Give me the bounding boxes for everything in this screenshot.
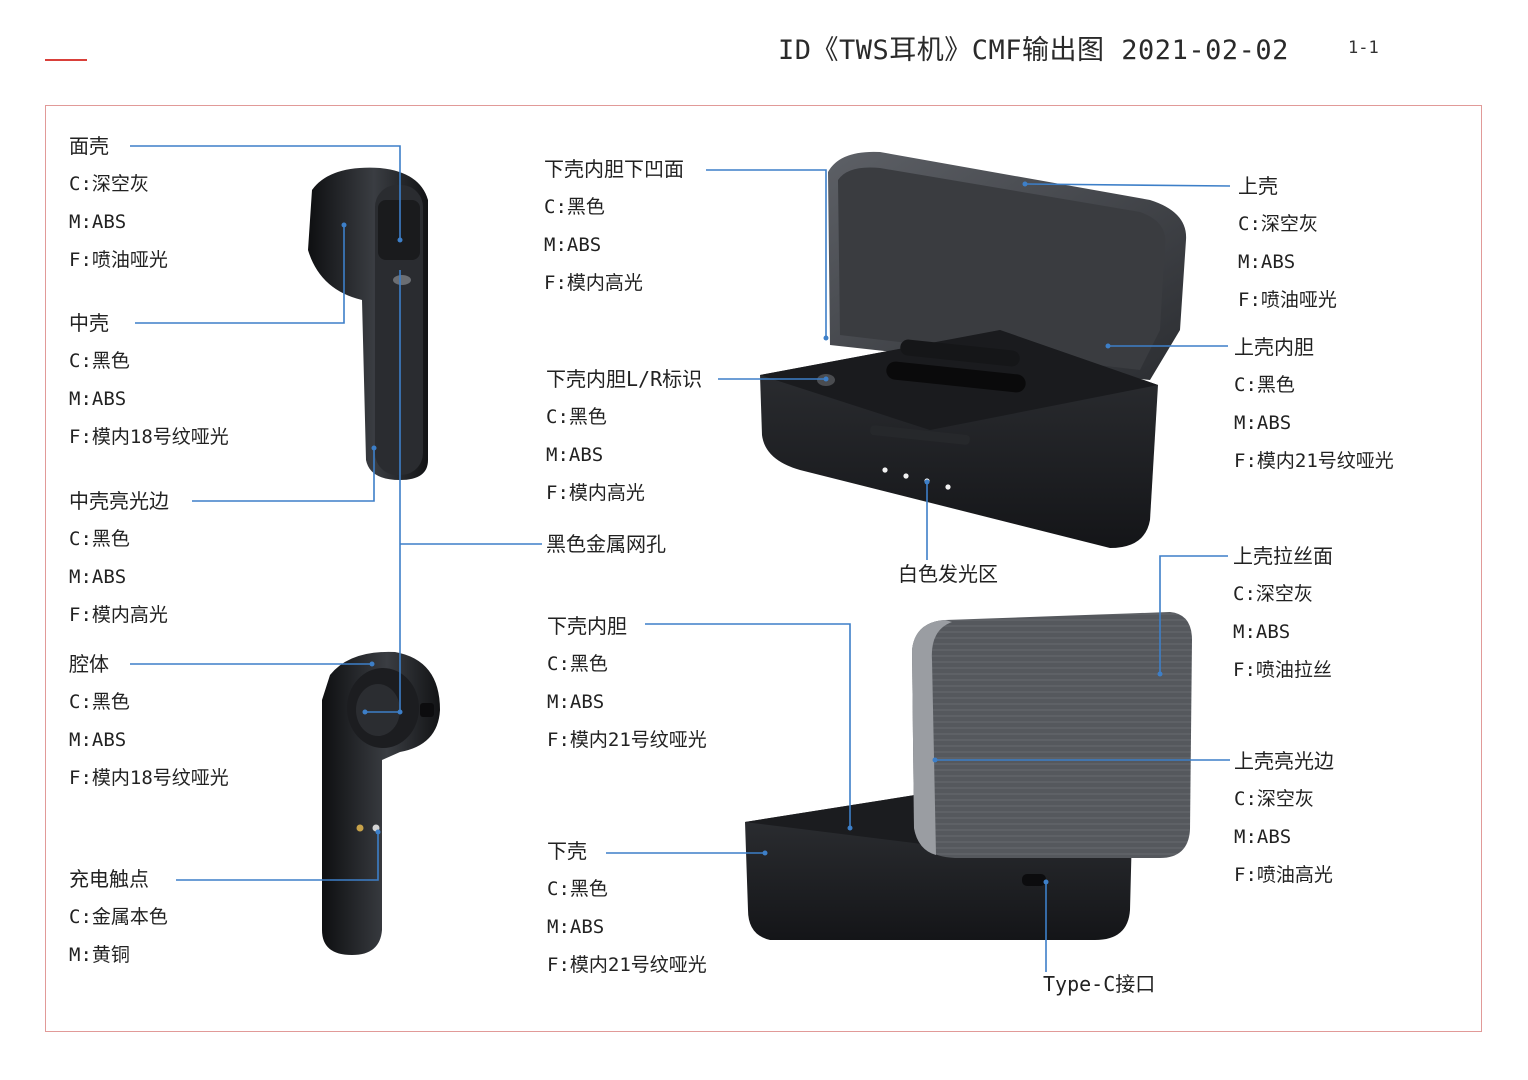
label-mid-shell: 中壳 C:黑色 M:ABS F:模内18号纹哑光 [69, 311, 229, 448]
earbud-side-view [308, 167, 428, 480]
label-mid-edge: 中壳亮光边 C:黑色 M:ABS F:模内高光 [69, 489, 169, 626]
label-lower-shell: 下壳 C:黑色 M:ABS F:模内21号纹哑光 [547, 839, 707, 976]
page-number: 1-1 [1348, 38, 1379, 58]
label-charging-contacts: 充电触点 C:金属本色 M:黄铜 [69, 867, 168, 966]
label-lower-liner: 下壳内胆 C:黑色 M:ABS F:模内21号纹哑光 [547, 614, 707, 751]
diagram-frame [45, 105, 1482, 1032]
charging-case-open [760, 151, 1187, 548]
label-cavity: 腔体 C:黑色 M:ABS F:模内18号纹哑光 [69, 652, 229, 789]
label-upper-shell: 上壳 C:深空灰 M:ABS F:喷油哑光 [1238, 174, 1337, 311]
header-accent-bar [45, 59, 87, 61]
label-brushed-face: 上壳拉丝面 C:深空灰 M:ABS F:喷油拉丝 [1233, 544, 1333, 681]
page-title: ID《TWS耳机》CMF输出图 2021-02-02 [778, 35, 1289, 66]
label-lower-recess: 下壳内胆下凹面 C:黑色 M:ABS F:模内高光 [544, 157, 684, 294]
label-face-shell: 面壳 C:深空灰 M:ABS F:喷油哑光 [69, 134, 168, 271]
label-typec-port: Type-C接口 [1043, 972, 1156, 996]
label-upper-liner: 上壳内胆 C:黑色 M:ABS F:模内21号纹哑光 [1234, 335, 1394, 472]
earbud-front-view [322, 651, 440, 955]
label-white-light-zone: 白色发光区 [898, 562, 998, 586]
label-lr-mark: 下壳内胆L/R标识 C:黑色 M:ABS F:模内高光 [546, 367, 703, 504]
leader-lines [130, 145, 1231, 972]
label-metal-mesh: 黑色金属网孔 [546, 532, 666, 556]
charging-case-side [745, 612, 1192, 940]
label-upper-edge: 上壳亮光边 C:深空灰 M:ABS F:喷油高光 [1234, 749, 1334, 886]
